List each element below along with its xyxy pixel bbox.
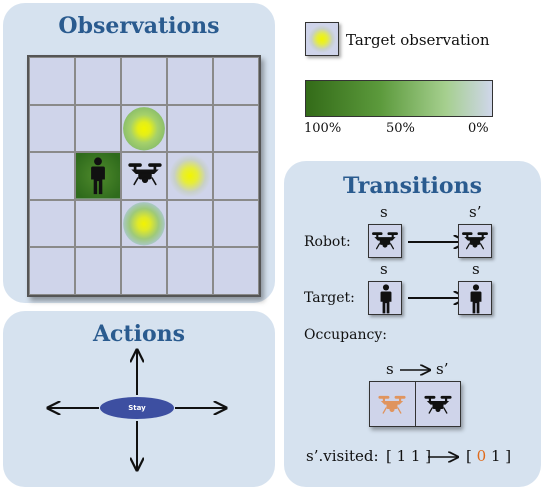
grid-cell xyxy=(75,199,121,248)
drone-icon xyxy=(423,394,453,416)
target-transition-arrow-icon xyxy=(408,288,476,308)
drone-icon xyxy=(377,394,407,416)
observation-grid xyxy=(27,55,261,297)
observations-panel: Observations xyxy=(3,3,275,303)
robot-s-box xyxy=(368,224,402,258)
robot-label: Robot: xyxy=(304,234,351,250)
grid-cell xyxy=(213,57,259,105)
glow-icon xyxy=(168,153,212,199)
target-s-box xyxy=(368,281,402,315)
occupancy-s-label: s xyxy=(386,360,394,378)
grid-cell xyxy=(75,247,121,295)
occupancy-cells xyxy=(369,381,461,427)
legend-swatch xyxy=(305,22,339,56)
grid-cell xyxy=(121,199,167,248)
grid-cell xyxy=(121,104,167,153)
robot-transition-arrow-icon xyxy=(408,232,476,252)
grid-cell xyxy=(213,247,259,295)
colorbar xyxy=(305,80,493,117)
visited-after: [ 0 1 ] xyxy=(466,447,511,465)
target-s2-label: s xyxy=(472,260,480,278)
grid-cell xyxy=(75,152,121,200)
grid-cell xyxy=(121,57,167,105)
legend-label: Target observation xyxy=(346,31,490,49)
target-s-label: s xyxy=(380,260,388,278)
visited-after-zero: 0 xyxy=(476,447,487,465)
visited-before: [ 1 1 ] xyxy=(386,447,432,465)
transitions-panel: Transitions xyxy=(284,161,541,487)
occupancy-arrow-icon xyxy=(400,362,438,378)
glow-icon xyxy=(122,105,166,152)
observations-title: Observations xyxy=(58,13,220,39)
grid-cell xyxy=(213,199,259,248)
grid-cell xyxy=(213,104,259,153)
actions-title: Actions xyxy=(92,321,186,347)
person-icon xyxy=(89,157,107,195)
occupancy-label: Occupancy: xyxy=(304,327,387,343)
target-s2-box xyxy=(458,281,492,315)
visited-after-open: [ xyxy=(466,447,472,465)
person-icon xyxy=(379,284,393,314)
person-icon xyxy=(469,284,483,314)
grid-cell xyxy=(29,152,75,200)
stay-button[interactable]: Stay xyxy=(100,397,174,419)
grid-cell xyxy=(29,247,75,295)
target-label: Target: xyxy=(304,290,355,306)
drone-icon xyxy=(461,230,489,252)
grid-cell xyxy=(213,152,259,200)
visited-arrow-icon xyxy=(428,449,466,465)
glow-icon xyxy=(306,23,338,55)
grid-cell xyxy=(75,57,121,105)
colorbar-label-50: 50% xyxy=(386,121,415,136)
grid-cell xyxy=(167,104,213,153)
robot-s-prime-box xyxy=(458,224,492,258)
grid-cell xyxy=(121,247,167,295)
colorbar-label-0: 0% xyxy=(468,121,489,136)
robot-s-prime-label: s’ xyxy=(469,203,482,221)
occupancy-cell-current xyxy=(416,382,461,426)
glow-icon xyxy=(122,200,166,247)
visited-label: s’.visited: xyxy=(306,447,379,465)
grid-cell xyxy=(29,57,75,105)
drone-icon xyxy=(127,161,163,188)
occupancy-s-prime-label: s’ xyxy=(436,360,449,378)
occupancy-cell-previous xyxy=(370,382,416,426)
grid-cell xyxy=(75,104,121,153)
transitions-title: Transitions xyxy=(343,173,482,199)
robot-s-label: s xyxy=(380,203,388,221)
grid-cell xyxy=(121,152,167,200)
grid-cell xyxy=(167,247,213,295)
grid-cell xyxy=(167,152,213,200)
grid-cell xyxy=(167,199,213,248)
colorbar-label-100: 100% xyxy=(304,121,342,136)
grid-cell xyxy=(29,199,75,248)
grid-cell xyxy=(167,57,213,105)
grid-cell xyxy=(29,104,75,153)
visited-after-one: 1 xyxy=(490,447,501,465)
drone-icon xyxy=(371,230,399,252)
visited-after-close: ] xyxy=(505,447,512,465)
